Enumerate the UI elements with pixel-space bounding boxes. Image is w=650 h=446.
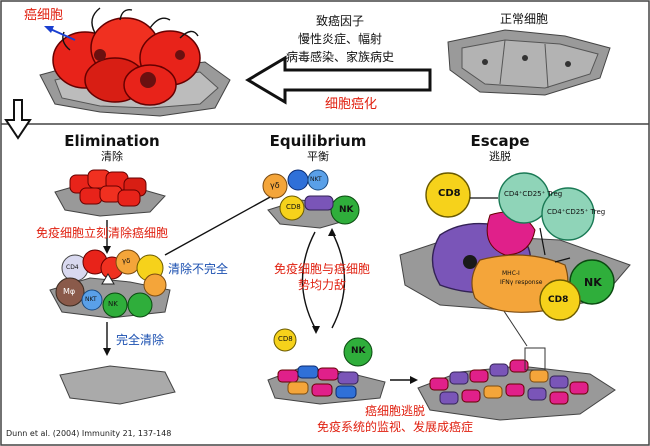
elim-gd-label: γδ [122,257,131,265]
eq-nk-cell [343,337,373,367]
elimination-immune-cluster [49,249,171,319]
immediate-clearance-note: 免疫细胞立刻清除癌细胞 [36,226,169,240]
cancer-cell-label: 癌细胞 [24,8,64,23]
equilibrium-subtitle: 平衡 [307,150,329,163]
citation: Dunn et al. (2004) Immunity 21, 137-148 [6,429,172,438]
elimination-normal-tissue [59,365,176,405]
top-normal-tissue [447,29,611,96]
eq-nk-top-label: NK [339,205,354,215]
elim-nkt-label: NKT [85,296,97,303]
top-tumor-mass [39,7,231,117]
eq-cd8-top-label: CD8 [286,203,301,211]
equilibrium-top-cluster [262,169,360,229]
complete-clearance-note: 完全清除 [116,333,165,347]
elim-nk-label: NK [108,300,118,308]
incomplete-clearance-note: 清除不完全 [168,262,229,276]
escape-line2: 免疫系统的监视、发展成癌症 [316,420,474,434]
equilibrium-bottom-tumor [267,365,386,405]
normal-cell-label: 正常细胞 [500,12,549,26]
balance-line2: 势均力敌 [297,278,347,292]
escape-cd8-label-2: CD8 [548,295,569,305]
transformation-arrow [245,55,432,105]
elim-mo-label: Mφ [63,287,76,296]
escape-top-scene [399,172,631,321]
escape-subtitle: 逃脱 [489,150,511,163]
carcinogens-line2: 病毒感染、家族病史 [285,50,395,64]
escape-cd8-label: CD8 [438,188,461,199]
elimination-title: Elimination [64,132,160,150]
carcinogens-title: 致癌因子 [315,14,365,28]
eq-nkt-label: NKT [310,176,322,183]
escape-nk-label: NK [584,276,602,289]
mhc-label: MHC-I [502,270,520,277]
eq-nk-bottom-label: NK [351,346,366,356]
escape-bottom-tumor [417,347,616,421]
balance-line1: 免疫细胞与癌细胞 [273,262,371,276]
elimination-tumor-cluster [54,169,166,217]
escape-title: Escape [470,132,530,150]
treg2-label: CD4⁺CD25⁺ Treg [547,208,606,216]
eq-gd-label: γδ [270,181,280,190]
elimination-subtitle: 清除 [101,150,123,163]
escape-line1: 癌细胞逃脱 [364,404,426,418]
ifn-label: IFNγ response [500,279,543,286]
down-arrow [4,99,32,140]
eq-cd8-cell [273,328,297,352]
eq-cd8-label: CD8 [278,335,293,343]
transformation-label: 细胞癌化 [325,97,378,112]
equilibrium-title: Equilibrium [269,132,367,150]
treg1-label: CD4⁺CD25⁺ Treg [504,190,563,198]
carcinogens-line1: 慢性炎症、幅射 [297,32,383,46]
elim-cd4-label: CD4 [66,264,79,271]
